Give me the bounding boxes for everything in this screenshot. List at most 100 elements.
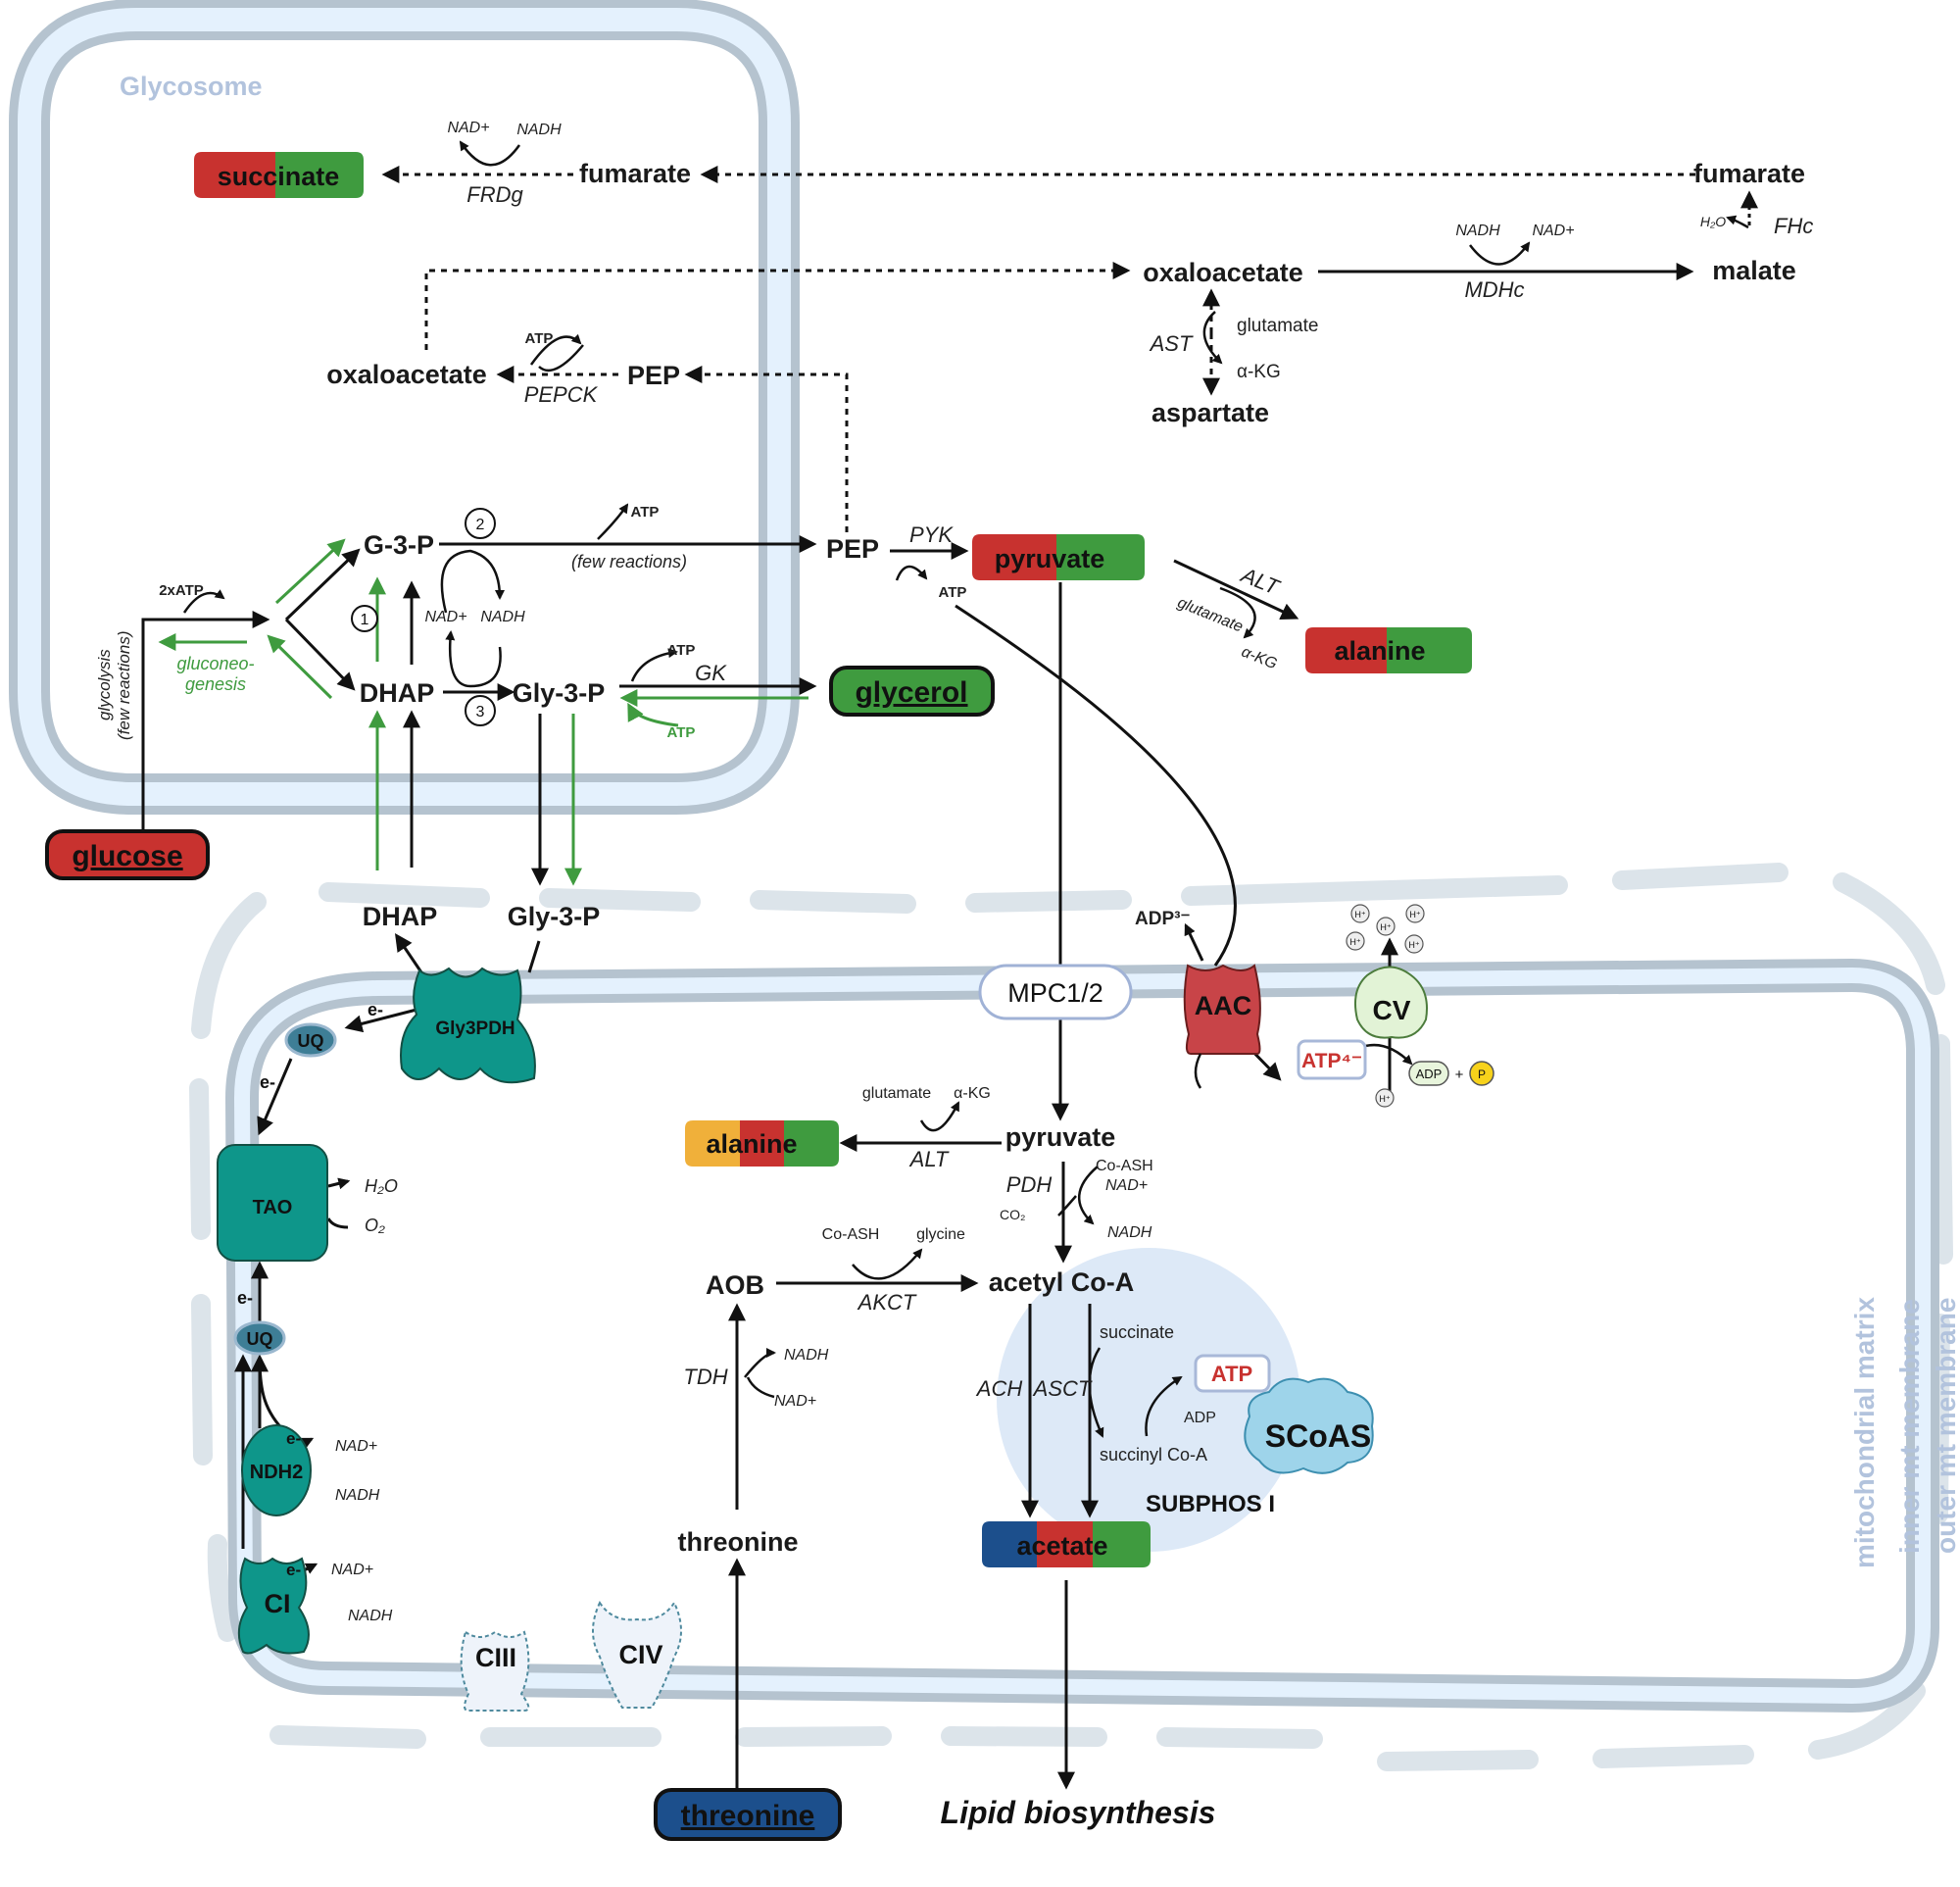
outer-mt-membrane [189,863,1953,1771]
svg-text:glycerol: glycerol [855,676,967,709]
svg-text:NADH: NADH [784,1347,829,1364]
svg-text:ATP: ATP [631,504,660,521]
aspartate: aspartate [1152,398,1269,427]
svg-text:gluconeo-: gluconeo- [176,654,254,673]
oxaloacetate-glycosome: oxaloacetate [326,360,487,389]
dhap-mito: DHAP [363,902,438,931]
subphos-region [997,1248,1300,1552]
cofactors: NAD+ NADH NADH NAD+ H₂O glutamate α-KG A… [95,120,1726,1624]
acetyl-coa: acetyl Co-A [989,1267,1135,1297]
svg-text:α-KG: α-KG [1239,644,1279,673]
svg-text:Co-ASH: Co-ASH [1096,1158,1153,1174]
adp-cv: ADP [1408,1061,1449,1086]
svg-text:+: + [1455,1067,1464,1083]
svg-text:TDH: TDH [683,1365,727,1389]
lipid-biosynthesis: Lipid biosynthesis [941,1795,1216,1830]
svg-text:AAC: AAC [1195,991,1252,1020]
svg-text:CIV: CIV [618,1640,662,1669]
svg-text:NAD+: NAD+ [1105,1177,1148,1194]
dhap-glycosome: DHAP [360,678,435,708]
svg-text:NAD+: NAD+ [331,1562,373,1578]
svg-text:ATP: ATP [667,642,696,659]
svg-text:PEPCK: PEPCK [524,382,599,407]
svg-text:glutamate: glutamate [862,1085,931,1102]
gluconeogenesis-arrows [158,538,808,886]
threonine-matrix: threonine [677,1527,798,1557]
e-label-2: e- [260,1072,275,1092]
cv-complex: CV [1354,966,1428,1039]
svg-text:H⁺: H⁺ [1354,910,1365,919]
svg-text:SCoAS: SCoAS [1265,1418,1371,1454]
svg-text:ATP: ATP [1211,1362,1252,1386]
svg-text:(few reactions): (few reactions) [571,552,687,571]
svg-text:MPC1/2: MPC1/2 [1007,978,1103,1008]
svg-text:CI: CI [265,1589,291,1618]
subphos-label: SUBPHOS I [1146,1491,1275,1517]
pep-glycosome: PEP [627,361,680,390]
svg-text:glutamate: glutamate [1237,316,1318,336]
glucose-box: glucose [45,829,210,880]
mpc-transporter: MPC1/2 [978,964,1133,1020]
matrix-label: mitochondrial matrix [1849,1297,1880,1568]
svg-text:PDH: PDH [1006,1172,1053,1197]
tao-complex: TAO [217,1144,328,1262]
svg-text:2: 2 [476,517,485,533]
svg-text:ACH: ACH [975,1376,1023,1401]
svg-text:e-: e- [286,1561,301,1579]
svg-text:H⁺: H⁺ [1379,1094,1390,1104]
svg-text:NAD+: NAD+ [424,609,466,625]
svg-text:FHc: FHc [1774,214,1813,238]
svg-text:MDHc: MDHc [1464,277,1524,302]
svg-text:acetate: acetate [1016,1531,1107,1561]
svg-text:ADP: ADP [1416,1067,1443,1081]
uq-bottom: UQ [233,1320,286,1356]
svg-text:glutamate: glutamate [1175,594,1246,635]
svg-text:H₂O: H₂O [365,1176,398,1196]
svg-text:ADP: ADP [1184,1410,1216,1426]
svg-text:1: 1 [361,612,369,628]
svg-text:AKCT: AKCT [857,1290,917,1315]
step-2: 2 [465,508,496,539]
step-1: 1 [351,605,378,632]
svg-text:CO₂: CO₂ [1000,1207,1025,1222]
svg-text:NADH: NADH [1455,223,1500,239]
svg-text:AST: AST [1149,331,1194,356]
svg-text:UQ: UQ [298,1031,324,1051]
scoas-enzyme: SCoAS [1244,1377,1374,1474]
svg-text:alanine: alanine [1334,636,1425,666]
svg-text:H⁺: H⁺ [1349,937,1360,947]
svg-text:glycolysis: glycolysis [95,649,114,720]
svg-text:succinate: succinate [1100,1322,1174,1342]
svg-text:Gly3PDH: Gly3PDH [435,1018,514,1039]
svg-text:(few reactions): (few reactions) [115,631,133,740]
svg-text:NADH: NADH [335,1487,380,1504]
svg-text:H⁺: H⁺ [1408,940,1419,950]
glycosome-label: Glycosome [120,72,263,101]
svg-text:CV: CV [1373,995,1411,1025]
glycerol-box: glycerol [829,666,995,717]
svg-text:NAD+: NAD+ [447,120,489,136]
svg-text:NDH2: NDH2 [250,1462,303,1483]
uq-top: UQ [284,1022,337,1058]
svg-text:e-: e- [286,1429,301,1448]
svg-text:NADH: NADH [348,1608,393,1624]
step-3: 3 [465,695,496,726]
svg-text:genesis: genesis [185,674,246,694]
svg-text:pyruvate: pyruvate [995,544,1105,573]
ndh2-complex: NDH2 e- [241,1424,312,1516]
atp-badge-subphos: ATP [1194,1354,1271,1393]
succinate-box: succinate [194,152,364,198]
svg-text:alanine: alanine [706,1129,797,1159]
svg-text:NAD+: NAD+ [1532,223,1574,239]
civ-complex: CIV [592,1600,682,1709]
aob: AOB [706,1270,764,1300]
svg-text:ATP⁴⁻: ATP⁴⁻ [1301,1050,1362,1072]
enzymes: FRDg MDHc FHc AST PEPCK PYK ALT GK ALT P… [466,182,1813,1401]
svg-text:O₂: O₂ [365,1216,385,1235]
threonine-box: threonine [654,1788,842,1841]
svg-text:2xATP: 2xATP [159,582,204,599]
svg-text:α-KG: α-KG [954,1085,991,1102]
oxaloacetate-cytosol: oxaloacetate [1143,258,1303,287]
aac-transporter: AAC [1183,964,1261,1089]
gly3p-glycosome: Gly-3-P [513,678,606,708]
